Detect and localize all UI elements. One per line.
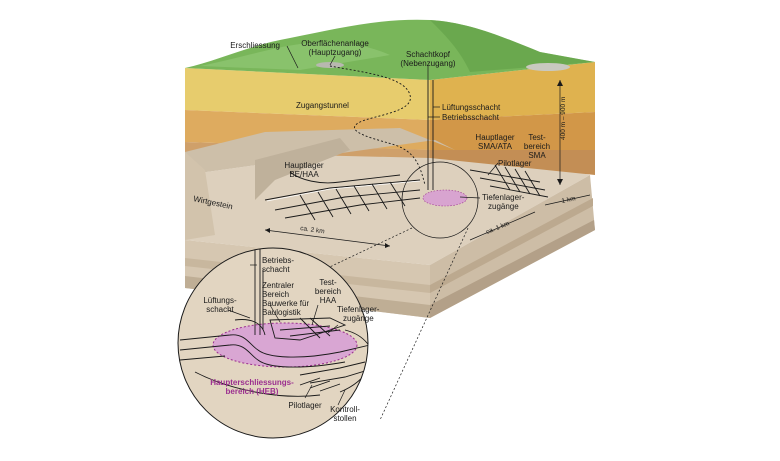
dlabel-betriebsschacht: Betriebs- <box>262 256 294 265</box>
heb-zone <box>212 322 358 368</box>
label-tiefenlagerzugaenge-2: zugänge <box>488 202 519 211</box>
label-pilotlager: Pilotlager <box>498 159 532 168</box>
magnifier-small <box>401 161 479 239</box>
label-hauptlager-be-2: BE/HAA <box>289 170 319 179</box>
label-schachtkopf: Schachtkopf <box>406 50 451 59</box>
dlabel-pilotlager: Pilotlager <box>288 401 322 410</box>
dlabel-test-haa-2: bereich <box>315 287 341 296</box>
dlead-tiefen <box>327 324 339 334</box>
dlabel-lueftung-2: schacht <box>206 305 234 314</box>
dlead-pilot <box>304 384 313 399</box>
right-face-orange <box>430 112 595 150</box>
label-testbereich-sma-3: SMA <box>528 151 546 160</box>
dlabel-heb: Haupterschliessungs- <box>210 378 294 387</box>
right-face-top <box>430 62 595 120</box>
cavern-left-pit <box>255 138 350 200</box>
dlabel-tiefen-2: zugänge <box>343 314 374 323</box>
access-tunnel-path <box>329 65 426 186</box>
depth-arrow <box>557 80 563 185</box>
dlabel-kontroll-2: stollen <box>333 414 356 423</box>
label-testbereich-sma: Test- <box>528 133 546 142</box>
dimension-2km <box>264 228 391 248</box>
rock-front-right-band <box>430 198 593 293</box>
dlead-test <box>311 304 319 326</box>
label-erschliessung: Erschliessung <box>230 41 280 50</box>
label-hauptlager-sma-2: SMA/ATA <box>478 142 513 151</box>
detail-contents <box>179 248 368 397</box>
label-depth: 400 m – 900 m <box>560 97 567 140</box>
dimension-scale <box>544 194 591 206</box>
dlabel-test-haa: Test- <box>319 278 337 287</box>
sma-storage-grid <box>469 164 549 198</box>
lead-pilot <box>487 162 499 176</box>
hill-highlight <box>200 42 390 70</box>
label-lueftungsschacht: Lüftungsschacht <box>442 103 501 112</box>
dlabel-lueftung: Lüftungs- <box>203 296 237 305</box>
dlabel-tiefen: Tiefenlager- <box>337 305 380 314</box>
dlabel-betriebsschacht-2: schacht <box>262 265 290 274</box>
lead-erschliessung <box>286 45 299 69</box>
haa-storage-grid <box>264 171 421 221</box>
dlabel-heb-2: bereich (HEB) <box>226 387 279 396</box>
right-face-brown <box>430 150 595 175</box>
label-hauptlager-sma: Hauptlager <box>475 133 514 142</box>
dlabel-kontroll: Kontroll- <box>330 405 360 414</box>
label-testbereich-sma-2: bereich <box>524 142 550 151</box>
dlead-kontroll <box>337 389 346 406</box>
dlabel-zentral: Zentraler <box>262 281 294 290</box>
heb-small <box>422 189 468 207</box>
rock-front-right-band2 <box>430 220 595 318</box>
label-oberflaechenanlage-2: (Hauptzugang) <box>309 48 362 57</box>
label-oberflaechenanlage: Oberflächenanlage <box>301 39 369 48</box>
label-schachtkopf-2: (Nebenzugang) <box>400 59 455 68</box>
zoom-link-right <box>379 227 469 421</box>
label-tiefenlagerzugaenge: Tiefenlager- <box>482 193 525 202</box>
dlead-lueftung <box>227 309 251 319</box>
hill-shade <box>430 20 595 72</box>
dlabel-zentral-4: Baulogistik <box>262 308 302 317</box>
dlead-zentral <box>269 304 281 323</box>
label-betriebsschacht: Betriebsschacht <box>442 113 500 122</box>
dlabel-zentral-3: Bauwerke für <box>262 299 309 308</box>
label-zugangstunnel: Zugangstunnel <box>296 101 349 110</box>
rock-left-strip <box>185 152 215 240</box>
dimension-1km <box>469 211 536 241</box>
front-face-top <box>185 68 430 120</box>
detail-circle-border <box>177 247 369 439</box>
label-hauptlager-be: Hauptlager <box>284 161 323 170</box>
lead-oberflaeche <box>329 55 336 66</box>
lead-tiefen <box>459 196 481 199</box>
dlabel-test-haa-3: HAA <box>320 296 337 305</box>
dlabel-zentral-2: Bereich <box>262 290 289 299</box>
label-scale-1km: 1 km <box>561 195 576 205</box>
surface-patch <box>526 63 570 71</box>
label-dist-2km: ca. 2 km <box>300 225 325 235</box>
